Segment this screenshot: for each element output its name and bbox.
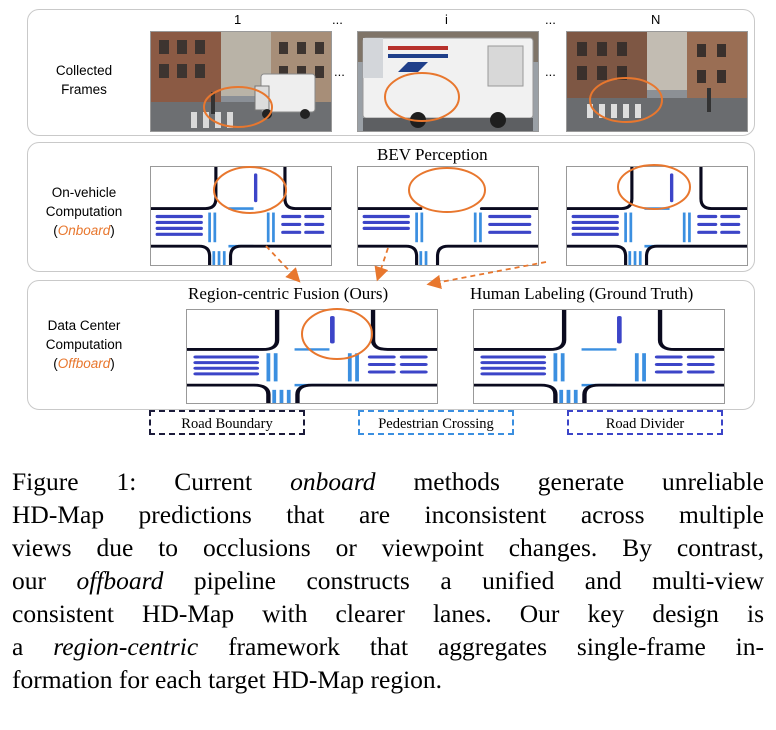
offboard-label: Data Center Computation (Offboard) xyxy=(45,318,123,371)
frame-photo-1 xyxy=(150,31,332,132)
caption-emphasis: region-centric xyxy=(53,632,199,661)
onboard-mode: Onboard xyxy=(57,223,111,238)
collected-frames-label: Collected Frames xyxy=(55,63,113,97)
frame-label-N: N xyxy=(651,12,661,27)
legend-road-boundary: Road Boundary xyxy=(149,410,305,435)
frame-ellipsis-4: ... xyxy=(545,64,556,79)
figure-caption: Figure 1: Current onboard methods genera… xyxy=(12,465,764,696)
caption-line: consistent HD-Map with clearer lanes. Ou… xyxy=(12,599,764,628)
frame-ellipsis-2: ... xyxy=(545,12,556,27)
caption-emphasis: offboard xyxy=(76,566,164,595)
frame-photo-i xyxy=(357,31,539,132)
frame-label-1: 1 xyxy=(234,12,242,27)
bev-perception-title: BEV Perception xyxy=(377,145,488,164)
caption-emphasis: onboard xyxy=(290,467,376,496)
caption-line: HD-Map predictions that are inconsistent… xyxy=(12,500,764,529)
fusion-title: Region-centric Fusion (Ours) xyxy=(188,284,389,303)
fusion-map xyxy=(186,309,438,404)
ground-truth-title: Human Labeling (Ground Truth) xyxy=(470,284,694,303)
frame-label-i: i xyxy=(445,12,448,27)
legend-road-divider: Road Divider xyxy=(567,410,723,435)
caption-line: a region-centric framework that aggregat… xyxy=(12,632,764,661)
ground-truth-map xyxy=(473,309,725,404)
caption-line: our offboard pipeline constructs a unifi… xyxy=(12,566,764,595)
frame-ellipsis-3: ... xyxy=(334,64,345,79)
caption-line: Figure 1: Current onboard methods genera… xyxy=(12,467,764,496)
onboard-label: On-vehicle Computation (Onboard) xyxy=(45,185,123,238)
frame-ellipsis-1: ... xyxy=(332,12,343,27)
bev-map-frame-N xyxy=(566,166,748,266)
offboard-mode: Offboard xyxy=(57,356,111,371)
bev-map-frame-1 xyxy=(150,166,332,266)
frame-photo-N xyxy=(566,31,748,132)
bev-map-frame-i xyxy=(357,166,539,266)
legend-pedestrian-crossing: Pedestrian Crossing xyxy=(358,410,514,435)
caption-line: views due to occlusions or viewpoint cha… xyxy=(12,533,764,562)
caption-line: formation for each target HD-Map region. xyxy=(12,665,443,694)
